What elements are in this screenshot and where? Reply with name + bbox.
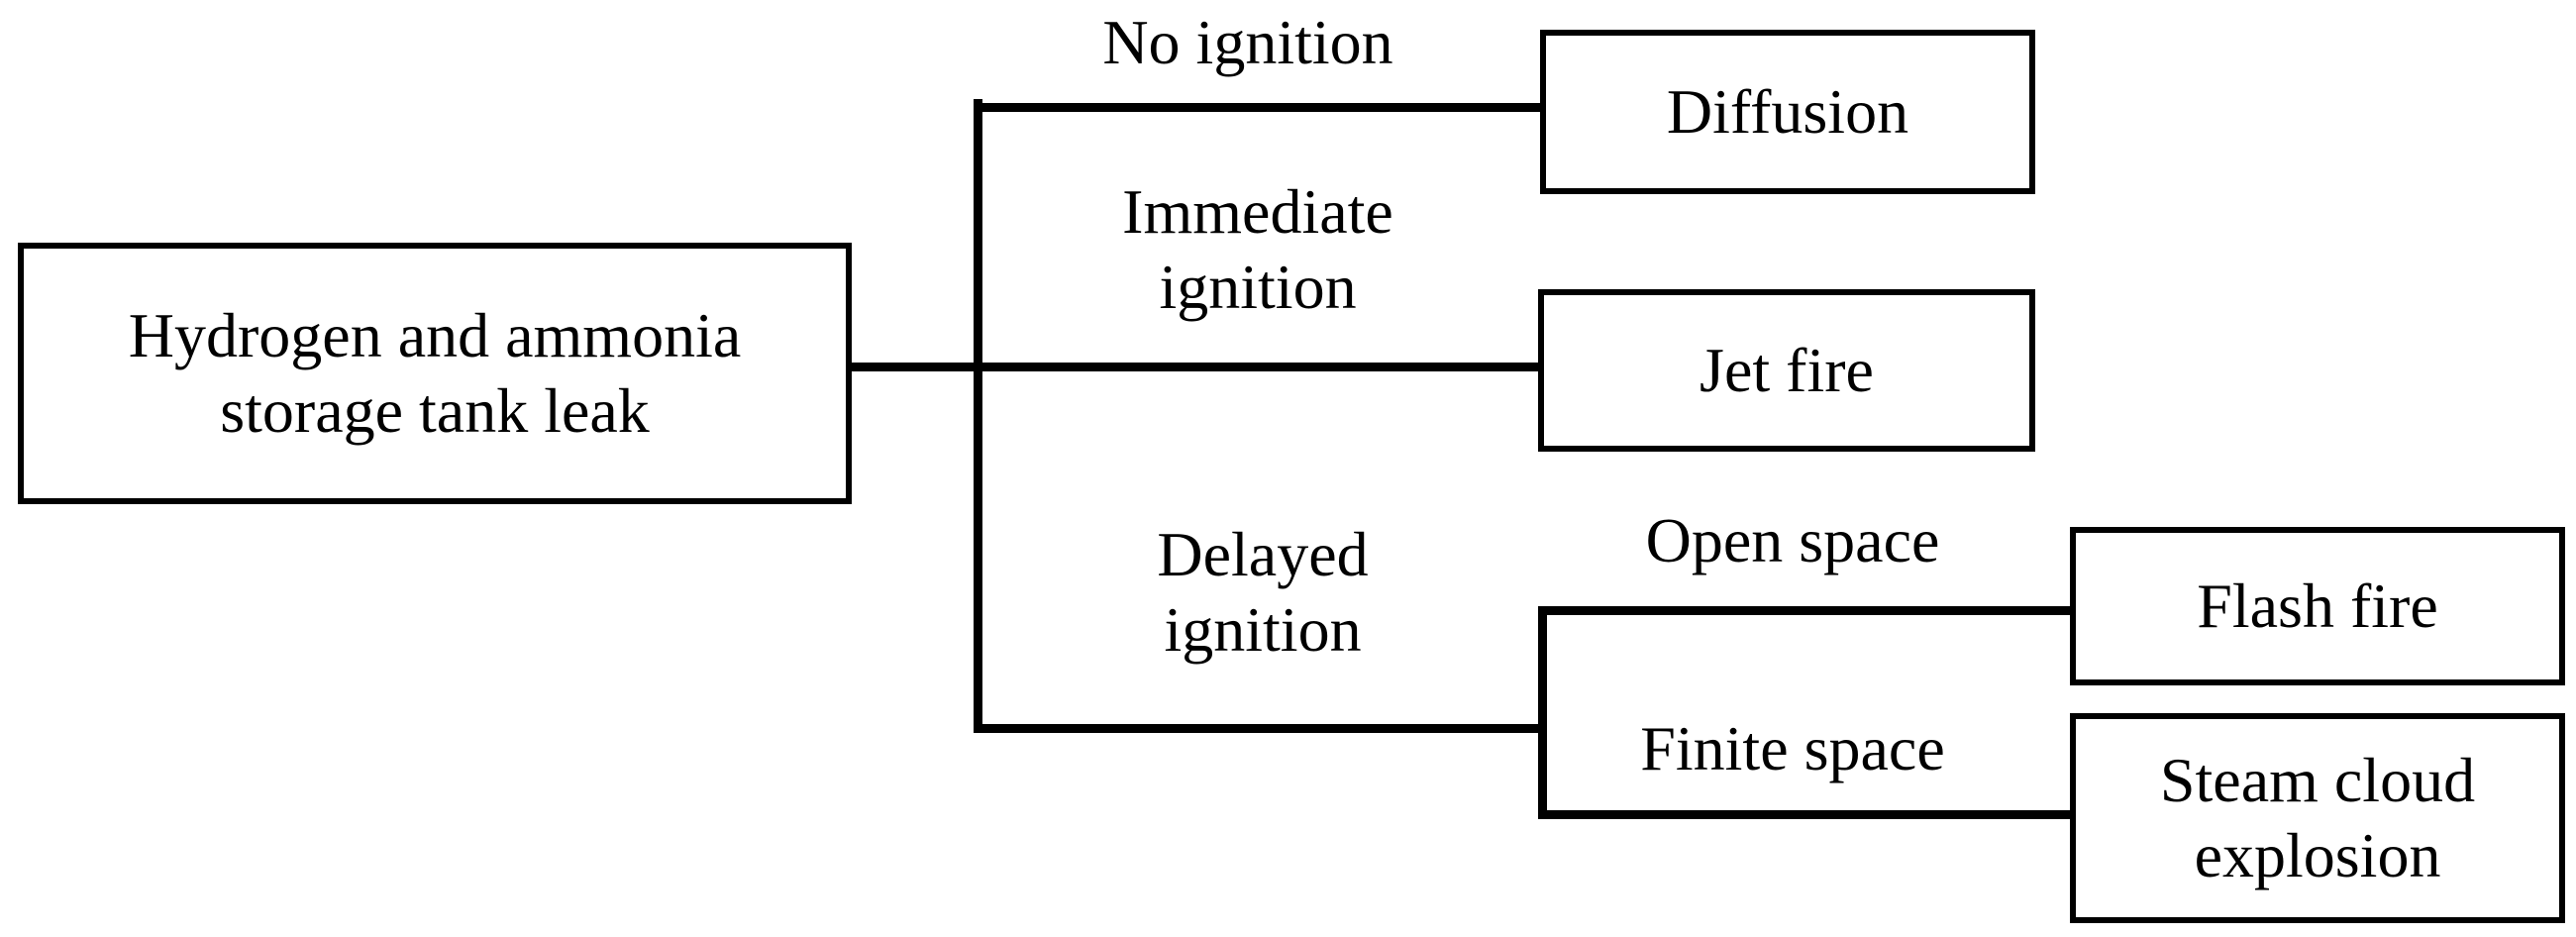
node-box-steam-cloud-explosion: Steam cloud explosion — [2070, 713, 2565, 923]
connector-secondary-vertical-trunk — [1538, 606, 1547, 819]
connector-source-to-trunk — [848, 363, 982, 371]
edge-label-immediate-ignition: Immediate ignition — [1122, 176, 1393, 322]
edge-label-no-ignition: No ignition — [1102, 7, 1393, 77]
connector-no-ignition-branch — [974, 103, 1546, 112]
node-box-diffusion: Diffusion — [1540, 30, 2035, 194]
edge-label-open-space: Open space — [1645, 505, 1940, 575]
connector-finite-space-branch — [1538, 810, 2078, 819]
node-label-jet-fire: Jet fire — [1700, 335, 1874, 406]
node-label-diffusion: Diffusion — [1666, 76, 1909, 148]
edge-label-delayed-ignition: Delayed ignition — [1157, 519, 1369, 665]
node-box-jet-fire: Jet fire — [1538, 289, 2035, 452]
edge-label-finite-space: Finite space — [1640, 713, 1945, 783]
node-box-source: Hydrogen and ammonia storage tank leak — [18, 243, 852, 504]
connector-open-space-branch — [1538, 606, 2078, 615]
node-label-source: Hydrogen and ammonia storage tank leak — [128, 300, 742, 446]
node-label-steam-cloud-explosion: Steam cloud explosion — [2159, 745, 2476, 890]
connector-immediate-ignition-branch — [974, 363, 1546, 371]
node-box-flash-fire: Flash fire — [2070, 527, 2565, 685]
connector-main-vertical-trunk — [974, 99, 982, 733]
node-label-flash-fire: Flash fire — [2197, 571, 2438, 642]
connector-delayed-ignition-branch — [974, 724, 1546, 733]
